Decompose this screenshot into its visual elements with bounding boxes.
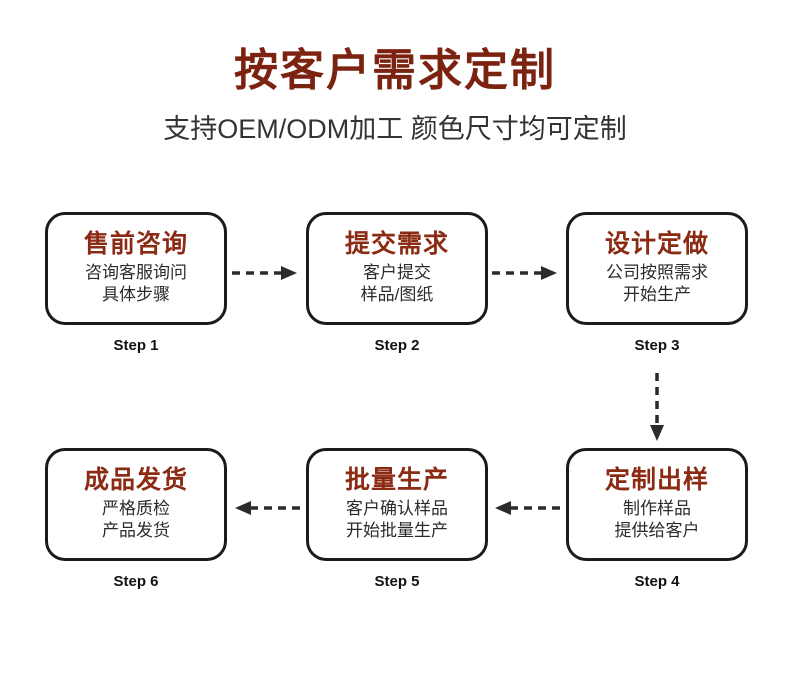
step-line: 客户确认样品 xyxy=(346,499,448,518)
step-box-5: 批量生产 客户确认样品 开始批量生产 xyxy=(306,448,488,561)
step-label-6: Step 6 xyxy=(107,572,165,592)
step-card-1[interactable]: 售前咨询 咨询客服询问 具体步骤 Step 1 xyxy=(45,212,227,360)
step-box-2: 提交需求 客户提交 样品/图纸 xyxy=(306,212,488,325)
step-line: 咨询客服询问 xyxy=(85,263,187,282)
page-title: 按客户需求定制 xyxy=(234,45,556,96)
step-lines-5: 客户确认样品 开始批量生产 xyxy=(346,498,448,542)
step-label-wrap-1: Step 1 xyxy=(45,336,227,360)
arrow-step3-to-step4-icon xyxy=(648,372,666,444)
header: 按客户需求定制 支持OEM/ODM加工 颜色尺寸均可定制 xyxy=(0,0,790,146)
step-line: 具体步骤 xyxy=(102,285,170,304)
step-line: 制作样品 xyxy=(623,499,691,518)
step-lines-1: 咨询客服询问 具体步骤 xyxy=(85,262,187,306)
step-box-3: 设计定做 公司按照需求 开始生产 xyxy=(566,212,748,325)
step-label-5: Step 5 xyxy=(368,572,426,592)
step-heading-4: 定制出样 xyxy=(604,465,709,494)
step-line: 提供给客户 xyxy=(614,521,700,540)
step-line: 产品发货 xyxy=(102,521,170,540)
step-lines-2: 客户提交 样品/图纸 xyxy=(361,262,434,306)
step-line: 样品/图纸 xyxy=(360,285,434,304)
step-card-6[interactable]: 成品发货 严格质检 产品发货 Step 6 xyxy=(45,448,227,596)
step-box-4: 定制出样 制作样品 提供给客户 xyxy=(566,448,748,561)
step-lines-4: 制作样品 提供给客户 xyxy=(615,498,700,542)
step-card-2[interactable]: 提交需求 客户提交 样品/图纸 Step 2 xyxy=(306,212,488,360)
arrow-step5-to-step6-icon xyxy=(231,499,301,517)
step-box-6: 成品发货 严格质检 产品发货 xyxy=(45,448,227,561)
step-label-2: Step 2 xyxy=(368,336,426,356)
step-label-wrap-4: Step 4 xyxy=(566,572,748,596)
step-box-1: 售前咨询 咨询客服询问 具体步骤 xyxy=(45,212,227,325)
step-label-1: Step 1 xyxy=(107,336,165,356)
step-line: 公司按照需求 xyxy=(606,263,708,282)
step-label-4: Step 4 xyxy=(628,572,686,592)
step-line: 开始批量生产 xyxy=(346,521,448,540)
step-heading-3: 设计定做 xyxy=(604,229,709,258)
step-card-3[interactable]: 设计定做 公司按照需求 开始生产 Step 3 xyxy=(566,212,748,360)
step-lines-3: 公司按照需求 开始生产 xyxy=(606,262,708,306)
step-lines-6: 严格质检 产品发货 xyxy=(102,498,170,542)
step-heading-5: 批量生产 xyxy=(344,465,449,494)
step-label-wrap-5: Step 5 xyxy=(306,572,488,596)
arrow-step1-to-step2-icon xyxy=(231,264,301,282)
step-line: 客户提交 xyxy=(362,263,431,282)
step-line: 开始生产 xyxy=(623,285,691,304)
step-label-wrap-6: Step 6 xyxy=(45,572,227,596)
step-card-4[interactable]: 定制出样 制作样品 提供给客户 Step 4 xyxy=(566,448,748,596)
step-card-5[interactable]: 批量生产 客户确认样品 开始批量生产 Step 5 xyxy=(306,448,488,596)
arrow-step4-to-step5-icon xyxy=(491,499,561,517)
arrow-step2-to-step3-icon xyxy=(491,264,561,282)
step-heading-1: 售前咨询 xyxy=(83,229,188,258)
step-line: 严格质检 xyxy=(102,499,170,518)
step-label-3: Step 3 xyxy=(628,336,686,356)
step-label-wrap-3: Step 3 xyxy=(566,336,748,360)
page-subtitle: 支持OEM/ODM加工 颜色尺寸均可定制 xyxy=(163,114,627,144)
step-heading-2: 提交需求 xyxy=(344,229,449,258)
step-heading-6: 成品发货 xyxy=(83,465,188,494)
step-label-wrap-2: Step 2 xyxy=(306,336,488,360)
